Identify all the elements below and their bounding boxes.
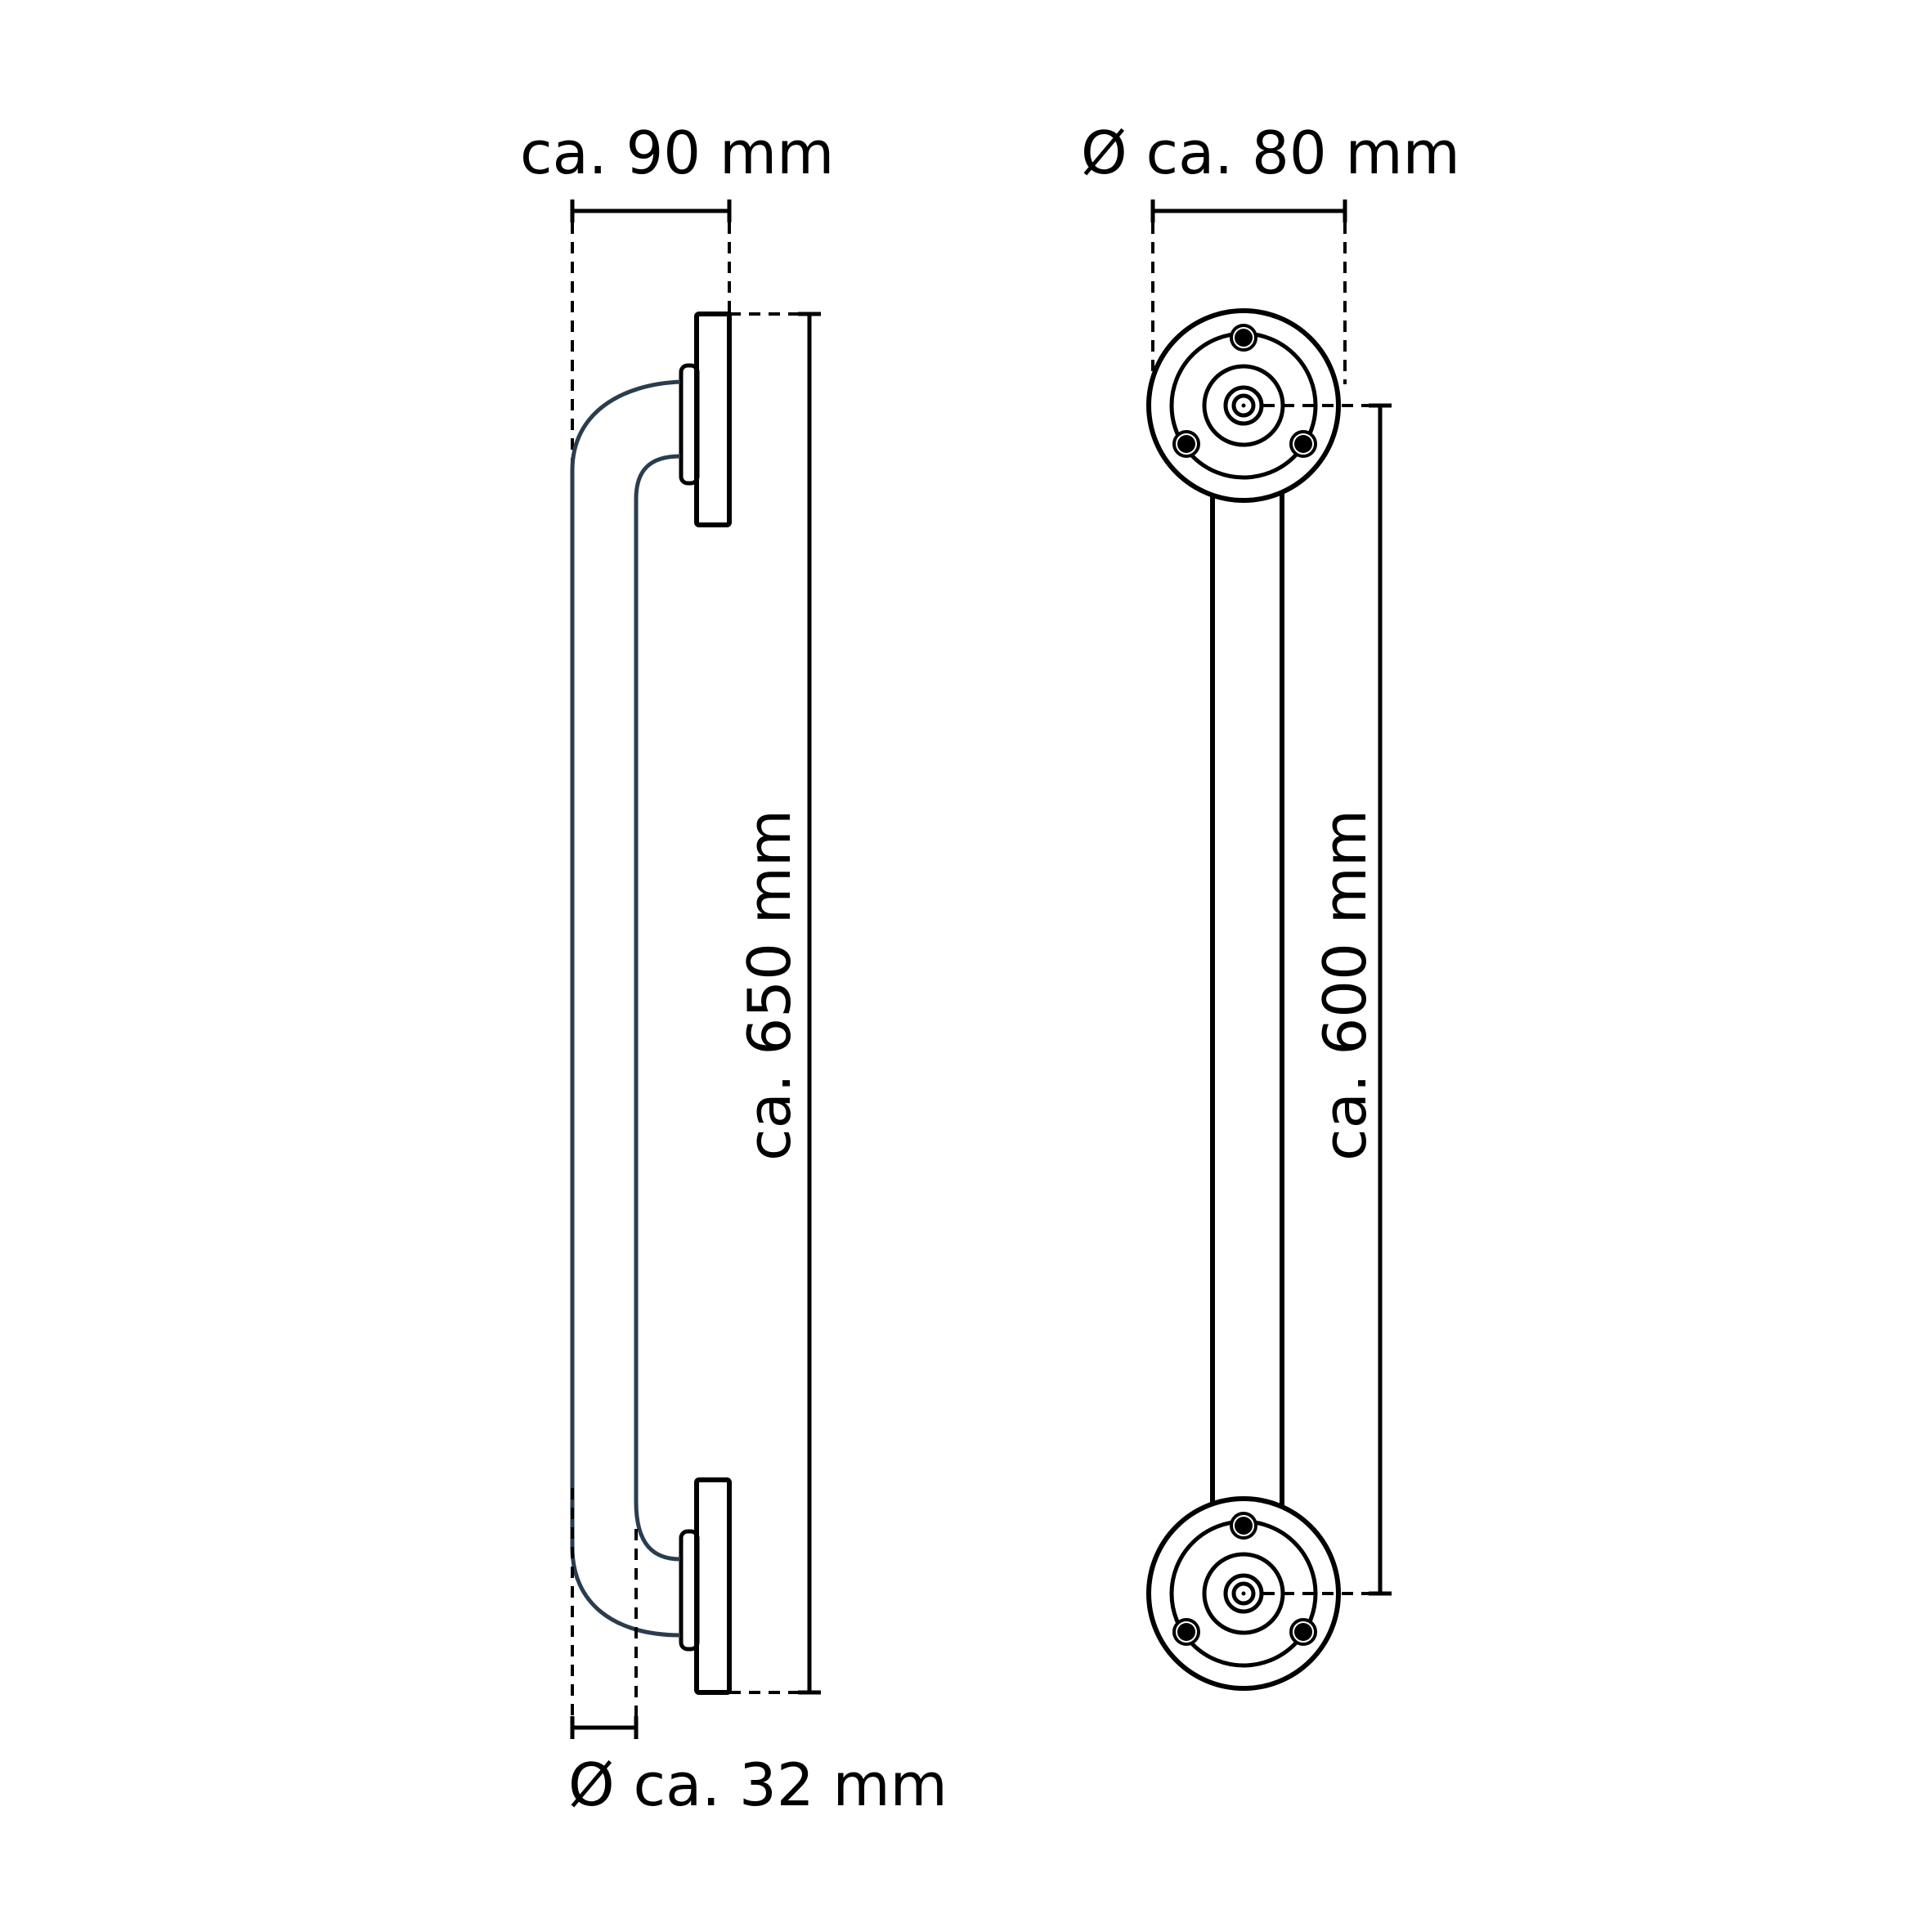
center-distance-dimension [1263,403,1392,1596]
side-view: ca. 90 mm ca. 650 mm Ø ca. 32 mm [520,119,948,1819]
top-flange-collar [679,363,700,486]
center-distance-label: ca. 600 mm [1311,809,1379,1161]
front-view: Ø ca. 80 mm [1081,119,1460,1691]
height-label: ca. 650 mm [735,809,804,1161]
bottom-flange-collar [679,1529,700,1652]
width-dimension [570,199,732,462]
tube-inner [634,454,681,1562]
flange-diameter-label: Ø ca. 80 mm [1081,119,1460,187]
height-dimension [729,312,821,1695]
flange-diameter-dimension [1150,199,1347,384]
top-flange [694,312,732,527]
tube-outer [570,379,681,1638]
bottom-rosette [1146,1496,1341,1691]
bottom-flange [694,1477,732,1695]
top-rosette [1146,308,1341,503]
width-label: ca. 90 mm [520,119,834,187]
tube-diameter-dimension [570,1488,639,1739]
tube-diameter-label: Ø ca. 32 mm [568,1750,948,1819]
